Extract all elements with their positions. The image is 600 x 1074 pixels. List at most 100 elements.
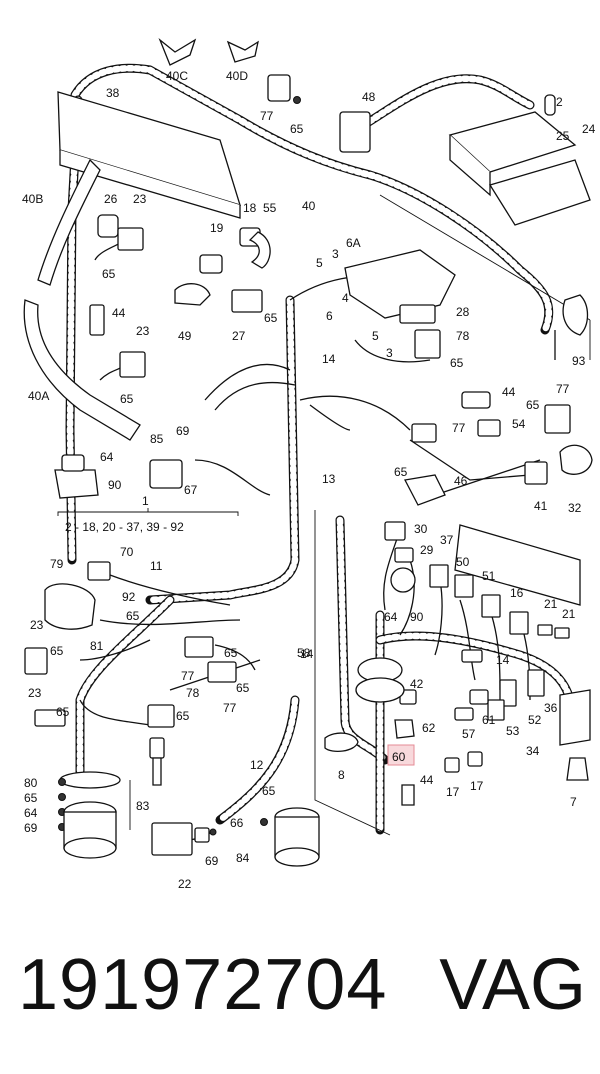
callout-label: 40D [226,69,248,83]
callout-label: 69 [205,854,219,868]
callout-label: 6 [326,309,333,323]
callout-label: 21 [544,597,558,611]
callout-label: 40B [22,192,43,206]
callout-label: 14 [496,653,510,667]
callout-label: 27 [232,329,246,343]
callout-label: 85 [150,432,164,446]
callout-label: 14 [322,352,336,366]
callout-label: 40 [302,199,316,213]
callout-label: 48 [362,90,376,104]
part-number: 191972704 [18,945,388,1025]
callout-label: 77 [260,109,274,123]
callout-label: 65 [290,122,304,136]
brand-name: VAG [439,945,586,1025]
callout-label: 41 [534,499,548,513]
callout-label: 21 [562,607,576,621]
callout-label: 84 [236,851,250,865]
callout-label: 90 [410,610,424,624]
callout-label: 77 [223,701,237,715]
callout-label: 77 [556,382,570,396]
callout-label: 13 [322,472,336,486]
callout-label: 23 [133,192,147,206]
callout-label: 29 [420,543,434,557]
callout-label: 83 [136,799,150,813]
callout-label: 37 [440,533,454,547]
group-range-label: 2 - 18, 20 - 37, 39 - 92 [65,520,184,534]
callout-label: 22 [178,877,192,891]
callout-label: 12 [250,758,264,772]
callout-label: 65 [224,646,238,660]
callout-label: 40C [166,69,188,83]
callout-label: 61 [482,713,496,727]
callout-label: 64 [384,610,398,624]
callout-label: 65 [176,709,190,723]
callout-label: 5 [372,329,379,343]
callout-label: 69 [176,424,190,438]
callout-label: 7 [570,795,577,809]
callout-label: 78 [456,329,470,343]
part-shapes [23,37,593,867]
callout-label: 32 [568,501,582,515]
callout-label: 11 [150,559,163,573]
callout-label: 17 [446,785,460,799]
wiring-harness-diagram: 40C40D387765482252440B262318554019656A35… [22,37,596,891]
callout-label: 6A [346,236,361,250]
callout-label: 36 [544,701,558,715]
callout-label: 19 [210,221,224,235]
callout-label: 30 [414,522,428,536]
callout-label: 58 [297,646,311,660]
callout-label: 25 [556,129,570,143]
callout-label: 28 [456,305,470,319]
callout-label: 26 [104,192,118,206]
callout-label: 3 [386,346,393,360]
callout-label: 79 [50,557,64,571]
footer: 191972704 VAG [0,940,600,1030]
callout-label: 65 [262,784,276,798]
callout-label: 77 [452,421,466,435]
callout-label: 92 [122,590,136,604]
callout-label: 51 [482,569,496,583]
callout-label: 66 [230,816,244,830]
callout-label: 40A [28,389,49,403]
callout-label: 44 [112,306,126,320]
callout-label: 65 [56,705,70,719]
callout-label: 65 [394,465,408,479]
group-label: 1 [142,494,149,508]
callout-label: 42 [410,677,424,691]
callout-label: 14 [300,647,314,661]
callout-label: 65 [50,644,64,658]
callout-label: 62 [422,721,436,735]
callout-label: 52 [528,713,542,727]
callout-label: 50 [456,555,470,569]
callout-label: 65 [102,267,116,281]
group-bracket [57,508,239,516]
callout-label: 23 [136,324,150,338]
callout-label: 60 [392,750,406,764]
callout-label: 38 [106,86,120,100]
callout-label: 65 [126,609,140,623]
callout-label: 44 [420,773,434,787]
callout-label: 70 [120,545,134,559]
callout-label: 65 [264,311,278,325]
callout-label: 65 [450,356,464,370]
callout-label: 24 [582,122,596,136]
callout-label: 64 [100,450,114,464]
callout-label: 65 [24,791,38,805]
callout-label: 46 [454,474,468,488]
callout-label: 65 [526,398,540,412]
callout-label: 64 [24,806,38,820]
callout-label: 34 [526,744,540,758]
callout-label: 3 [332,247,339,261]
callout-label: 17 [470,779,484,793]
callout-label: 55 [263,201,277,215]
callout-label: 57 [462,727,476,741]
callout-label: 18 [243,201,257,215]
callout-label: 4 [342,291,349,305]
callout-label: 81 [90,639,104,653]
boundary-lines [129,194,591,836]
callout-label: 2 [556,95,563,109]
callout-label: 23 [30,618,44,632]
callout-label: 69 [24,821,38,835]
callout-label: 77 [181,669,195,683]
